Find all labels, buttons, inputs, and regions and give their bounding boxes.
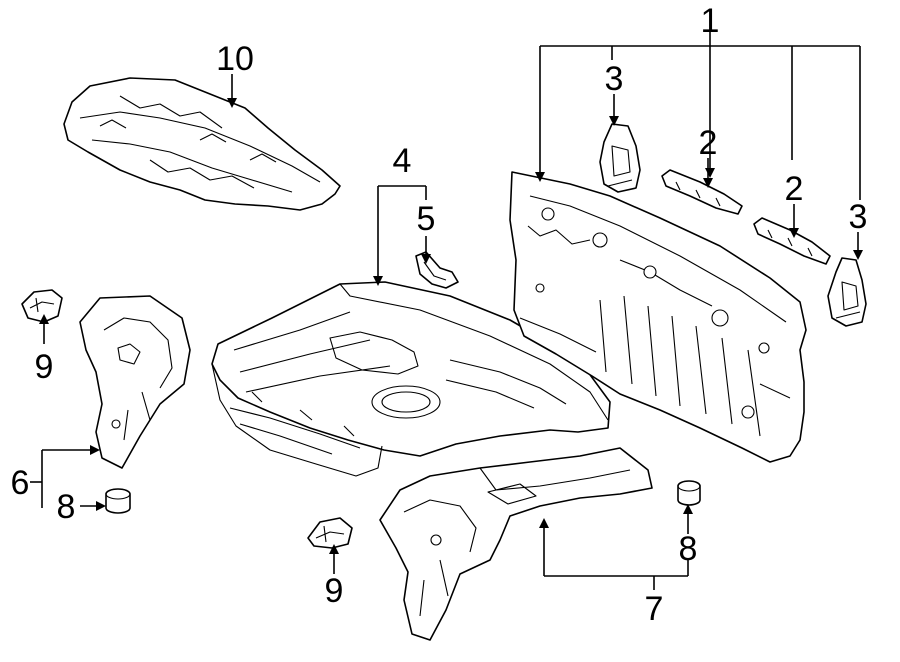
part-5-bracket[interactable] [415, 251, 459, 289]
part-4-rear-floor-pan[interactable] [211, 281, 611, 477]
callout-8-left: 8 [57, 488, 76, 526]
part-6-left-extension[interactable] [79, 295, 191, 469]
part-7-right-extension[interactable] [379, 447, 653, 641]
callout-8-right: 8 [679, 530, 698, 568]
part-1-rear-panel[interactable] [509, 171, 807, 463]
callout-3-right: 3 [849, 198, 868, 236]
callout-2-left: 2 [699, 124, 718, 162]
part-9-bracket-left[interactable] [21, 289, 63, 323]
callout-9-left: 9 [35, 348, 54, 386]
callout-9-center: 9 [325, 572, 344, 610]
callout-7: 7 [645, 590, 664, 628]
callout-4: 4 [393, 142, 412, 180]
callout-3-left: 3 [605, 60, 624, 98]
part-8-plug-right[interactable] [677, 480, 701, 506]
leader-lines [30, 30, 863, 590]
callout-2-right: 2 [785, 170, 804, 208]
part-3-bracket-right[interactable] [827, 257, 867, 327]
callout-10: 10 [216, 40, 254, 78]
callout-5: 5 [417, 200, 436, 238]
part-8-plug-left[interactable] [105, 488, 131, 514]
part-10-insulator[interactable] [63, 77, 341, 211]
part-3-bracket-left[interactable] [599, 123, 641, 193]
callout-1: 1 [701, 2, 720, 40]
callout-6: 6 [11, 464, 30, 502]
callout-labels: 1 3 2 2 3 10 4 5 9 6 8 9 8 7 [11, 2, 868, 628]
part-2-reinforcement-left[interactable] [661, 169, 743, 215]
part-2-reinforcement-right[interactable] [753, 217, 831, 265]
part-9-bracket-center[interactable] [307, 517, 353, 549]
